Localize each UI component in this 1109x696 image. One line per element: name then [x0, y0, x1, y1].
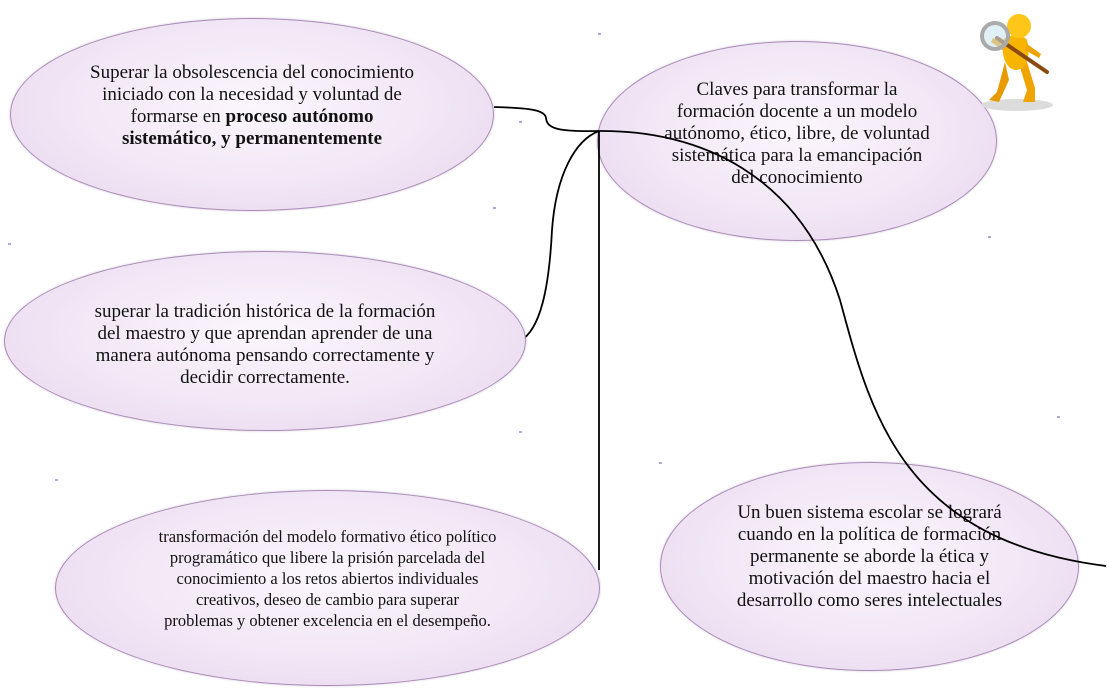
central-topic-line: autónomo, ético, libre, de voluntad — [664, 122, 930, 144]
bottom-left-line: problemas y obtener excelencia en el des… — [164, 610, 491, 630]
central-topic-line: del conocimiento — [731, 166, 863, 188]
bottom-right-line: Un buen sistema escolar se logrará — [737, 501, 1002, 523]
bottom-left-line: programático que libere la prisión parce… — [169, 547, 486, 567]
top-left-bubble: Superar la obsolescencia del conocimient… — [10, 18, 494, 211]
middle-left-text: superar la tradición histórica de la for… — [35, 301, 495, 389]
bottom-left-line: conocimiento a los retos abiertos indivi… — [176, 568, 479, 588]
top-left-bold-line: sistemático, y permanentemente — [121, 127, 383, 149]
bottom-right-line: motivación del maestro hacia el — [748, 567, 991, 589]
bottom-right-line: desarrollo como seres intelectuales — [736, 589, 1003, 611]
bottom-left-bubble: transformación del modelo formativo étic… — [55, 490, 600, 686]
middle-left-line: superar la tradición histórica de la for… — [94, 301, 436, 322]
central-topic-bubble: Claves para transformar la formación doc… — [597, 41, 997, 241]
central-topic-line: sistemática para la emancipación — [671, 144, 923, 166]
bottom-right-bubble: Un buen sistema escolar se logrará cuand… — [660, 462, 1079, 671]
top-left-bold-phrase: proceso autónomo — [225, 105, 374, 127]
bottom-left-line: transformación del modelo formativo étic… — [158, 526, 497, 546]
top-left-line: iniciado con la necesidad y voluntad de — [102, 83, 402, 105]
middle-left-bubble: superar la tradición histórica de la for… — [4, 251, 526, 431]
bottom-right-text: Un buen sistema escolar se logrará cuand… — [685, 502, 1055, 612]
bottom-left-line: creativos, deseo de cambio para superar — [196, 589, 459, 609]
top-left-line: Superar la obsolescencia del conocimient… — [90, 61, 414, 83]
bottom-right-line: cuando en la política de formación — [737, 523, 1002, 545]
central-topic-text: Claves para transformar la formación doc… — [627, 79, 967, 189]
bottom-right-line: permanente se aborde la ética y — [750, 545, 989, 567]
top-left-text: Superar la obsolescencia del conocimient… — [42, 62, 462, 150]
bottom-left-text: transformación del modelo formativo étic… — [98, 526, 558, 631]
central-topic-line: Claves para transformar la — [696, 78, 898, 100]
person-with-magnifying-glass-icon — [980, 14, 1053, 111]
central-topic-line: formación docente a un modelo — [676, 100, 918, 122]
middle-left-line: del maestro y que aprendan aprender de u… — [97, 323, 433, 344]
top-left-line: formarse en — [130, 105, 226, 127]
middle-left-line: decidir correctamente. — [180, 367, 350, 388]
middle-left-line: manera autónoma pensando correctamente y — [95, 345, 435, 366]
